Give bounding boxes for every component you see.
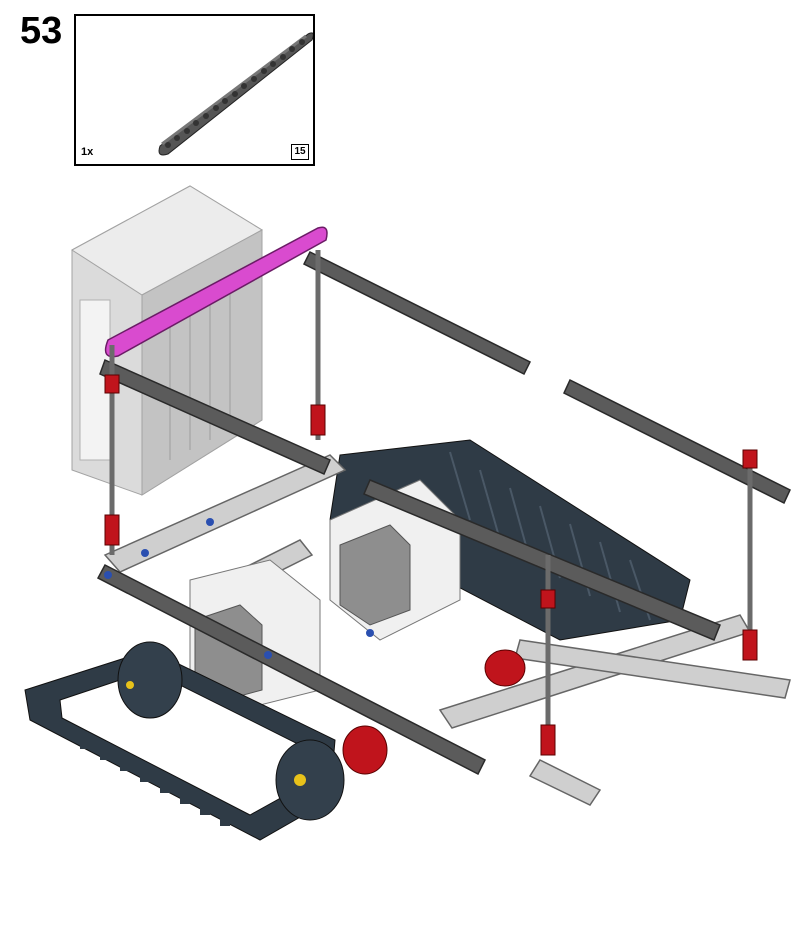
blue-pins <box>104 518 374 659</box>
beam-15-part-icon <box>158 32 314 156</box>
red-hubs <box>342 649 526 775</box>
front-tread <box>24 641 345 841</box>
beam-length-badge: 15 <box>291 144 309 160</box>
parts-callout: 1x 15 <box>74 14 315 166</box>
step-number: 53 <box>20 10 63 52</box>
new-beam-highlight <box>104 226 328 358</box>
dark-beams <box>96 250 791 776</box>
model-assembly-illustration <box>24 185 791 841</box>
quantity-label: 1x <box>81 146 94 158</box>
red-bushings <box>104 374 758 756</box>
ev3-brick <box>71 185 264 496</box>
